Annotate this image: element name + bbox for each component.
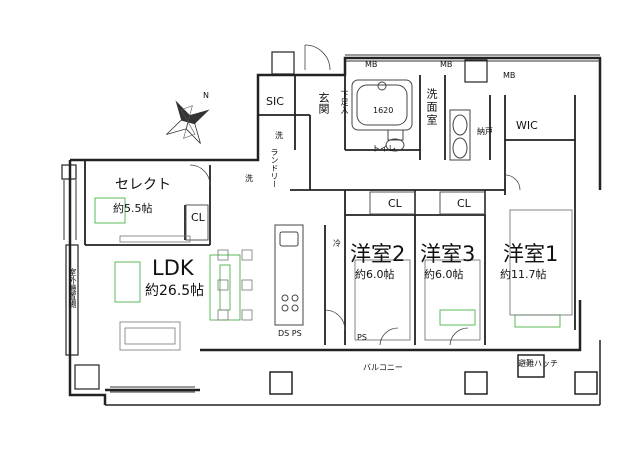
compass-north-label: N	[203, 91, 209, 100]
doors	[189, 44, 521, 346]
meter-box-label-3: MB	[503, 71, 516, 80]
interior-walls	[84, 75, 576, 345]
dining-set	[119, 235, 253, 351]
pipe-shaft-label: PS	[357, 333, 367, 342]
room-name-washroom: 洗面室	[425, 88, 438, 127]
closet-label-western3: CL	[457, 197, 471, 210]
meter-box-label-1: MB	[365, 60, 378, 69]
room-name-select: セレクト	[115, 177, 171, 193]
washer-label-a: 洗	[275, 131, 283, 140]
room-name-wic: WIC	[516, 119, 538, 132]
outer-walls	[68, 56, 602, 405]
room-name-western1: 洋室1	[503, 242, 559, 266]
room-name-western3: 洋室3	[420, 242, 476, 266]
meter-box-label-2: MB	[440, 60, 453, 69]
bath-size-label: 1620	[373, 106, 394, 115]
room-name-storage: 納戸	[477, 127, 493, 136]
room-name-ldk: LDK	[152, 256, 194, 280]
room-size-western1: 約11.7帖	[500, 268, 547, 281]
laundry-label: ランドリー	[270, 148, 279, 188]
windows	[63, 54, 600, 393]
compass-rose	[166, 100, 210, 144]
room-name-outdoor-unit-area: 室外機置場	[68, 268, 77, 308]
closet-label-western2: CL	[388, 197, 402, 210]
closets	[185, 191, 486, 241]
duct-shaft-label: DS PS	[278, 329, 302, 338]
balcony-outline	[105, 340, 601, 406]
escape-hatch-label: 避難ハッチ	[518, 359, 558, 368]
room-size-western3: 約6.0帖	[424, 268, 464, 281]
room-size-ldk: 約26.5帖	[145, 283, 205, 299]
closet-label-select: CL	[191, 211, 205, 224]
fridge-label: 冷	[333, 239, 341, 248]
room-size-select: 約5.5帖	[113, 202, 153, 215]
room-name-balcony: バルコニー	[363, 363, 403, 372]
room-name-sic: SIC	[266, 95, 284, 108]
room-name-toilet: トイレ	[372, 144, 396, 153]
kitchen-counter	[274, 224, 304, 326]
beds	[354, 209, 573, 341]
washer-label-b: 洗	[245, 174, 253, 183]
outdoor-unit-area	[61, 51, 488, 390]
shoe-cabinet-label: 下足入	[340, 90, 349, 114]
room-size-western2: 約6.0帖	[355, 268, 395, 281]
room-name-entrance: 玄関	[317, 92, 330, 114]
bath-fixtures	[351, 79, 471, 161]
room-name-western2: 洋室2	[350, 242, 406, 266]
